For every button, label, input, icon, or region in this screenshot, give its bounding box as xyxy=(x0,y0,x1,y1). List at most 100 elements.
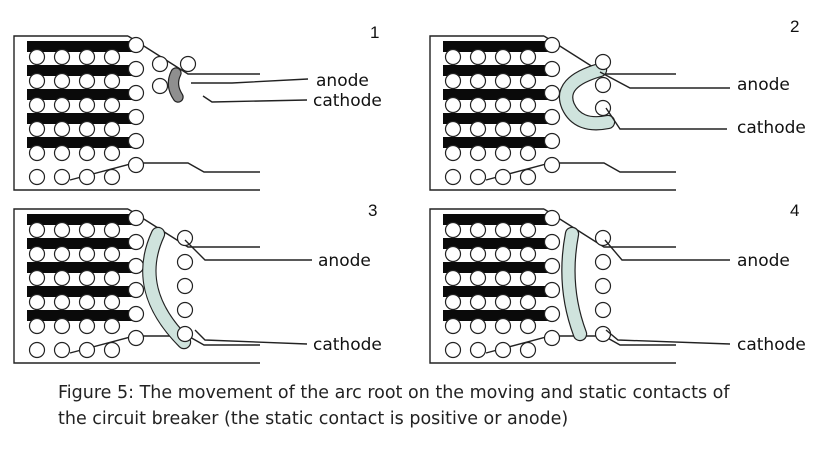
plate-hole xyxy=(519,72,537,90)
arc-root xyxy=(143,228,190,348)
contact-circle xyxy=(127,132,145,150)
contact-circle xyxy=(151,55,169,73)
splitter-plate xyxy=(443,113,549,124)
plate-hole xyxy=(53,72,71,90)
plate-hole xyxy=(494,144,512,162)
anode-lead xyxy=(599,71,730,89)
plate-hole xyxy=(28,144,46,162)
plate-hole xyxy=(494,341,512,359)
plate-hole xyxy=(469,120,487,138)
arc-root-diagram: 1anodecathode2anodecathode3anodecathode4… xyxy=(13,17,806,364)
plate-hole xyxy=(469,317,487,335)
contact-circle xyxy=(594,53,612,71)
splitter-plate xyxy=(27,41,133,52)
caption-line-1: Figure 5: The movement of the arc root o… xyxy=(58,383,730,403)
anode-lead xyxy=(191,78,309,84)
plate-hole xyxy=(103,341,121,359)
contact-circle xyxy=(594,301,612,319)
contact-circle xyxy=(176,253,194,271)
plate-hole xyxy=(103,293,121,311)
arc-root xyxy=(560,64,614,130)
splitter-plate xyxy=(443,310,549,321)
plate-hole xyxy=(78,341,96,359)
contact-circle xyxy=(127,60,145,78)
contact-circle xyxy=(543,156,561,174)
contact-circle xyxy=(176,301,194,319)
contact-circle xyxy=(594,277,612,295)
panel-number: 1 xyxy=(370,23,379,42)
plate-hole xyxy=(53,96,71,114)
anode-label: anode xyxy=(318,251,371,271)
chamber-outline xyxy=(13,208,260,364)
cathode-label: cathode xyxy=(737,118,806,138)
plate-hole xyxy=(53,293,71,311)
plate-hole xyxy=(103,144,121,162)
plate-hole xyxy=(28,96,46,114)
plate-hole xyxy=(519,144,537,162)
contact-circle xyxy=(127,209,145,227)
plate-hole xyxy=(53,48,71,66)
contact-circle xyxy=(127,156,145,174)
plate-hole xyxy=(494,221,512,239)
plate-hole xyxy=(444,317,462,335)
plate-hole xyxy=(28,341,46,359)
plate-hole xyxy=(444,96,462,114)
contact-circle xyxy=(543,329,561,347)
plate-hole xyxy=(469,221,487,239)
contact-circle xyxy=(151,77,169,95)
plate-hole xyxy=(53,144,71,162)
contact-circle xyxy=(127,233,145,251)
plate-hole xyxy=(78,293,96,311)
plate-hole xyxy=(469,144,487,162)
plate-hole xyxy=(78,221,96,239)
plate-hole xyxy=(469,48,487,66)
caption-line-2: the circuit breaker (the static contact … xyxy=(58,409,569,429)
cathode-label: cathode xyxy=(313,335,382,355)
contact-circle xyxy=(594,325,612,343)
splitter-plate xyxy=(27,113,133,124)
plate-hole xyxy=(519,245,537,263)
plate-hole xyxy=(103,168,121,186)
contact-circle xyxy=(127,329,145,347)
contact-circle xyxy=(543,84,561,102)
plate-hole xyxy=(78,48,96,66)
plate-hole xyxy=(78,72,96,90)
contact-circle xyxy=(543,209,561,227)
plate-hole xyxy=(444,168,462,186)
nozzle-line xyxy=(69,162,260,181)
plate-hole xyxy=(444,269,462,287)
contact-circle xyxy=(594,253,612,271)
plate-hole xyxy=(78,120,96,138)
plate-hole xyxy=(519,120,537,138)
plate-hole xyxy=(494,168,512,186)
chamber-outline xyxy=(429,208,676,364)
nozzle-line xyxy=(485,162,676,181)
anode-lead xyxy=(604,239,730,261)
cathode-label: cathode xyxy=(737,335,806,355)
contact-circle xyxy=(543,281,561,299)
plate-hole xyxy=(103,120,121,138)
plate-hole xyxy=(469,293,487,311)
cathode-lead xyxy=(202,95,308,103)
plate-hole xyxy=(444,221,462,239)
splitter-plate xyxy=(443,65,549,76)
plate-hole xyxy=(103,48,121,66)
plate-hole xyxy=(103,317,121,335)
splitter-plate xyxy=(27,137,133,148)
splitter-plate xyxy=(27,89,133,100)
plate-hole xyxy=(53,245,71,263)
plate-hole xyxy=(494,245,512,263)
plate-hole xyxy=(519,269,537,287)
contact-circle xyxy=(176,229,194,247)
cathode-lead xyxy=(605,329,731,345)
cathode-lead xyxy=(605,107,727,130)
plate-hole xyxy=(469,245,487,263)
plate-hole xyxy=(519,293,537,311)
contact-circle xyxy=(594,76,612,94)
plate-hole xyxy=(494,120,512,138)
contact-circle xyxy=(179,55,197,73)
plate-hole xyxy=(28,221,46,239)
plate-hole xyxy=(494,293,512,311)
